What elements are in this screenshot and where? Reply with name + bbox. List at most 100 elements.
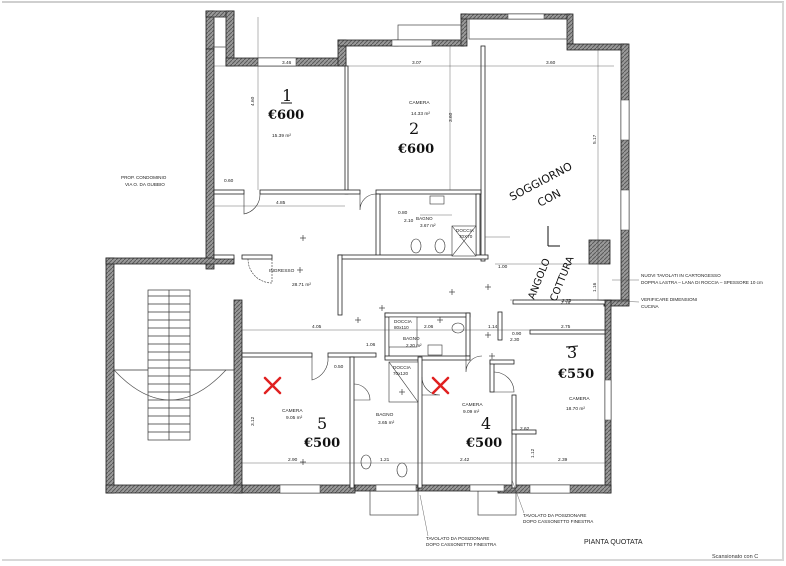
dim-r2-height: 3.60 [448, 112, 454, 122]
dim-275b: 2.75 [562, 298, 572, 304]
dim-106: 1.06 [366, 342, 376, 348]
bathroom-fixtures [360, 195, 477, 478]
dim-275: 2.75 [561, 324, 571, 330]
dimension-lines [214, 17, 614, 464]
note-tavolato-right-1: TAVOLATO DA POSIZIONARE [523, 513, 586, 518]
plan-title: PIANTA QUOTATA [584, 539, 643, 546]
ingresso-area: 28.71 m² [292, 282, 311, 288]
light-point-icon [437, 317, 443, 323]
dim-312: 3.12 [250, 416, 256, 426]
cottura-text: COTTURA [549, 255, 577, 303]
room4-number: 4 [481, 414, 491, 433]
room2-area: 14.33 m² [411, 111, 430, 117]
room3-price: €550 [557, 367, 594, 382]
light-point-icon [489, 353, 495, 359]
outer-walls [105, 10, 630, 494]
dim-090: 0.90 [512, 331, 522, 337]
dim-116: 1.16 [592, 282, 598, 292]
dim-239: 2.39 [558, 457, 568, 463]
room2-price-label: 2 €600 [397, 119, 434, 157]
dim-242: 2.42 [460, 457, 470, 463]
note-verificare-1: VERIFICARE DIMENSIONI [641, 297, 697, 302]
windows [257, 13, 630, 494]
light-point-icon [355, 317, 361, 323]
bagno-low-name: BAGNO [376, 412, 394, 418]
doccia-low-size: 70x120 [393, 371, 409, 376]
dim-080: 0.80 [398, 210, 408, 216]
dim-ingresso-bottom: 4.05 [312, 324, 322, 330]
light-points [297, 235, 495, 465]
soggiorno-handwritten-note: SOGGIORNO CON ANGOLO COTTURA [507, 160, 576, 304]
room5-area: 9.05 m² [286, 415, 303, 421]
room3-price-label: 3 €550 [557, 343, 594, 382]
room1-price-label: 1 €600 [267, 86, 304, 123]
dim-230: 2.30 [510, 337, 520, 343]
bagno-low-area: 3.65 m² [378, 420, 395, 426]
note-tavolato-left-2: DOPO CASSONETTO FINESTRA [426, 542, 497, 547]
doccia-top-name: DOCCIA [456, 228, 475, 233]
room4-name: CAMERA [462, 402, 483, 408]
note-nuovi-1: NUOVI TAVOLATI IN CARTONGESSO [641, 273, 721, 278]
bagno-top-name: BAGNO [416, 216, 433, 221]
dim-262: 2.62 [520, 426, 530, 432]
dim-top-mid: 3.07 [412, 60, 422, 66]
dim-ingresso-top: 4.85 [276, 200, 286, 206]
room3-name: CAMERA [569, 396, 590, 402]
room5-name: CAMERA [282, 408, 303, 414]
doccia-top-size: 70X70 [459, 234, 473, 239]
dim-112: 1.12 [530, 448, 536, 458]
room5-price: €500 [303, 436, 340, 451]
staircase [113, 289, 234, 441]
light-point-icon [449, 289, 455, 295]
scanner-watermark: Scansionato con C [712, 554, 758, 560]
room3-number: 3 [567, 343, 577, 362]
light-point-icon [300, 459, 306, 465]
light-point-icon [485, 332, 491, 338]
note-verificare-2: CUCINA [641, 304, 660, 309]
note-nuovi-2: DOPPIA LASTRA – LANA DI ROCCIA – SPESSOR… [641, 280, 763, 285]
ingresso-name: INGRESSO [269, 268, 295, 274]
doccia-mid-size: 80x110 [394, 325, 409, 330]
room4-price: €500 [465, 436, 502, 451]
light-point-icon [297, 267, 303, 273]
dim-050: 0.50 [334, 364, 344, 370]
dim-210: 2.10 [404, 218, 414, 224]
room1-area: 15.39 m² [272, 133, 291, 139]
dim-r1-height: 4.60 [250, 96, 256, 106]
room2-price: €600 [397, 142, 434, 157]
room3-area: 18.70 m² [566, 406, 585, 412]
dim-276: 2.76 [561, 300, 571, 306]
dim-060: 0.60 [224, 178, 234, 184]
note-tavolato-right-2: DOPO CASSONETTO FINESTRA [523, 519, 594, 524]
light-point-icon [300, 235, 306, 241]
dim-114: 1.14 [488, 324, 498, 330]
room4-area: 9.09 m² [463, 409, 480, 415]
light-point-icon [379, 305, 385, 311]
note-condominio-2: VIA O. DA GUBBIO [125, 182, 165, 187]
dim-100: 1.00 [498, 264, 508, 270]
bagno-mid-name: BAGNO [403, 336, 420, 341]
light-point-icon [485, 284, 491, 290]
dim-top-right: 3.60 [546, 60, 556, 66]
room5-price-label: 5 €500 [303, 414, 340, 451]
room4-price-label: 4 €500 [465, 414, 502, 451]
room1-price: €600 [267, 108, 304, 123]
dim-206: 2.06 [424, 324, 434, 330]
dim-121: 1.21 [380, 457, 390, 463]
room5-number: 5 [317, 414, 327, 433]
dim-290: 2.90 [288, 457, 298, 463]
dim-soggiorno-height: 5.17 [592, 134, 598, 144]
room5-cross-mark [263, 376, 282, 395]
dim-top-left: 3.46 [282, 60, 292, 66]
doccia-mid-name: DOCCIA [394, 319, 413, 324]
note-tavolato-left-1: TAVOLATO DA POSIZIONARE [426, 536, 489, 541]
door-swings [243, 193, 515, 401]
bagno-top-area: 3.67 m² [420, 223, 436, 228]
soggiorno-line2: CON [535, 187, 563, 210]
room4-cross-mark [431, 376, 450, 395]
note-condominio-1: PROP. CONDOMINIO [121, 175, 167, 180]
angolo-text: ANGOLO [527, 257, 553, 301]
room1-number: 1 [282, 86, 292, 105]
bagno-mid-area: 2.20 m² [406, 343, 422, 348]
